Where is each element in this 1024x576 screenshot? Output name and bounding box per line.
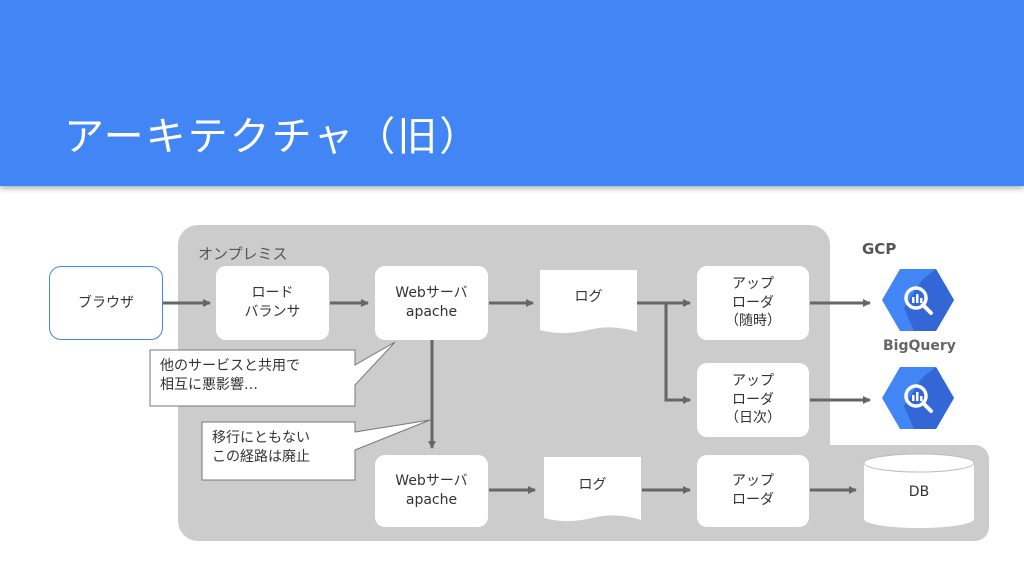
log-document-shape-1 — [540, 270, 637, 333]
uploader-node-3: アップ ローダ — [697, 455, 809, 527]
load-balancer-node: ロード バランサ — [216, 266, 329, 340]
web-server-node-1: Webサーバ apache — [375, 266, 488, 340]
slide-title: アーキテクチャ（旧） — [64, 114, 482, 160]
bigquery-label: BigQuery — [883, 338, 956, 354]
bigquery-icon — [882, 269, 954, 331]
slide-header: アーキテクチャ（旧） — [0, 0, 1024, 186]
gcp-label: GCP — [862, 240, 897, 258]
callout-shared-service: 他のサービスと共用で 相互に悪影響… — [160, 358, 300, 393]
log-document-shape-2 — [544, 457, 641, 521]
uploader-realtime-node: アップ ローダ （随時） — [697, 266, 809, 340]
onprem-label: オンプレミス — [198, 245, 288, 263]
arrow-log1-to-uploader-daily — [664, 303, 691, 404]
log-node-2: ログ — [578, 476, 607, 493]
callout-migration-path-shape — [201, 419, 431, 481]
bigquery-icon-2 — [882, 367, 954, 429]
web-server-node-2: Webサーバ apache — [375, 455, 488, 527]
callout-shared-service-shape — [149, 341, 396, 407]
browser-node: ブラウザ — [49, 266, 163, 340]
db-label: DB — [908, 484, 930, 500]
db-cylinder-icon — [863, 453, 975, 528]
callout-migration-path: 移行にともない この経路は廃止 — [212, 430, 310, 465]
log-node-1: ログ — [574, 288, 603, 305]
uploader-daily-node: アップ ローダ （日次） — [697, 363, 809, 437]
